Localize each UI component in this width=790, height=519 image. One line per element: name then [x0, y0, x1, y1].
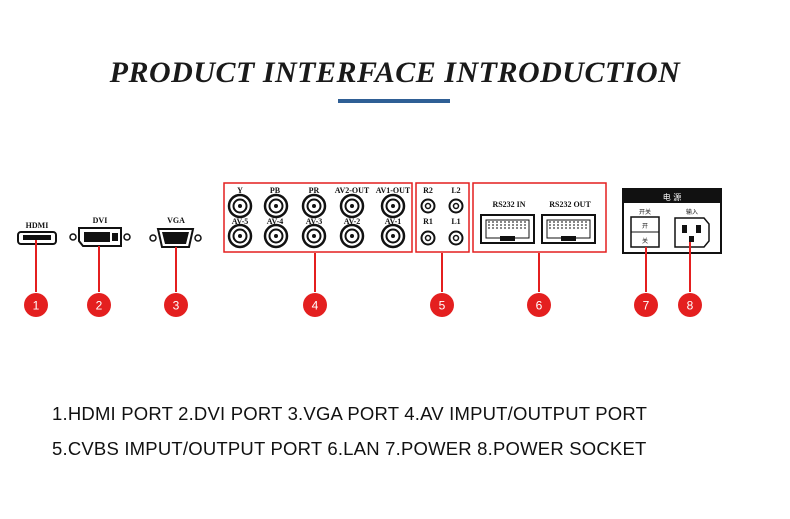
title-underline [338, 99, 450, 103]
hdmi-label: HDMI [26, 221, 49, 230]
callout-marker: 6 [527, 293, 551, 317]
dvi-label: DVI [93, 216, 108, 225]
lan-group-frame [472, 182, 607, 253]
bnc-connector [301, 223, 327, 249]
av-bottom-label: AV-1 [385, 217, 402, 226]
cvbs-top-label: L2 [451, 186, 460, 195]
callouts: 1 2 3 4 5 6 7 8 [24, 293, 702, 317]
page-title: PRODUCT INTERFACE INTRODUCTION [109, 56, 681, 89]
callout-number: 1 [33, 299, 40, 313]
cvbs-bottom-label: R1 [423, 217, 433, 226]
callout-marker: 8 [678, 293, 702, 317]
callout-marker: 1 [24, 293, 48, 317]
bnc-connector [227, 193, 253, 219]
cvbs-top-label: R2 [423, 186, 433, 195]
rca-connector [420, 198, 436, 214]
rj45-out [541, 214, 596, 244]
bnc-connector [263, 223, 289, 249]
av-bottom-label: AV-2 [344, 217, 361, 226]
av-group-frame [223, 182, 413, 253]
lan-label-out: RS232 OUT [549, 200, 591, 209]
power-socket [674, 217, 710, 248]
callout-number: 4 [312, 299, 319, 313]
power-header: 电 源 [663, 192, 682, 202]
callout-number: 3 [173, 299, 180, 313]
callout-number: 2 [96, 299, 103, 313]
bnc-connector [301, 193, 327, 219]
rca-connector [448, 230, 464, 246]
cvbs-group-frame [415, 182, 470, 253]
callout-marker: 4 [303, 293, 327, 317]
bnc-connector [380, 223, 406, 249]
power-switch-label: 开关 [639, 208, 651, 216]
vga-label: VGA [167, 216, 185, 225]
av-top-label: Y [237, 186, 243, 195]
cvbs-bottom-label: L1 [451, 217, 460, 226]
lan-label-in: RS232 IN [492, 200, 525, 209]
bnc-connector [380, 193, 406, 219]
rca-connector [448, 198, 464, 214]
callout-marker: 2 [87, 293, 111, 317]
av-bottom-label: AV-3 [306, 217, 323, 226]
power-panel: 电 源 开关 开 关 输入 [622, 188, 722, 254]
vga-port: VGA [149, 216, 202, 248]
rca-connector [420, 230, 436, 246]
callout-leaders [35, 240, 691, 292]
av-top-label: AV1-OUT [376, 186, 411, 195]
callout-number: 6 [536, 299, 543, 313]
av-top-label: AV2-OUT [335, 186, 370, 195]
caption-line-1: 1.HDMI PORT 2.DVI PORT 3.VGA PORT 4.AV I… [52, 403, 648, 424]
cvbs-rca-connectors [420, 198, 464, 246]
power-switch-on: 开 [642, 223, 648, 230]
callout-marker: 7 [634, 293, 658, 317]
callout-number: 8 [687, 299, 694, 313]
hdmi-port: HDMI [17, 221, 57, 245]
callout-marker: 3 [164, 293, 188, 317]
power-switch-off: 关 [642, 237, 648, 245]
av-top-label: PB [270, 186, 281, 195]
rj45-in [480, 214, 535, 244]
caption-line-2: 5.CVBS IMPUT/OUTPUT PORT 6.LAN 7.POWER 8… [52, 438, 647, 459]
bnc-connector [339, 223, 365, 249]
power-socket-label: 输入 [686, 208, 698, 216]
bnc-connector [339, 193, 365, 219]
bnc-connector [263, 193, 289, 219]
av-top-label: PR [309, 186, 320, 195]
av-bottom-label: AV-4 [267, 217, 284, 226]
av-bnc-connectors [227, 193, 406, 249]
callout-number: 7 [643, 299, 650, 313]
callout-number: 5 [439, 299, 446, 313]
callout-marker: 5 [430, 293, 454, 317]
bnc-connector [227, 223, 253, 249]
av-labels: Y PB PR AV2-OUT AV1-OUT AV-5 AV-4 AV-3 A… [232, 186, 411, 226]
dvi-port: DVI [69, 216, 131, 247]
av-bottom-label: AV-5 [232, 217, 249, 226]
